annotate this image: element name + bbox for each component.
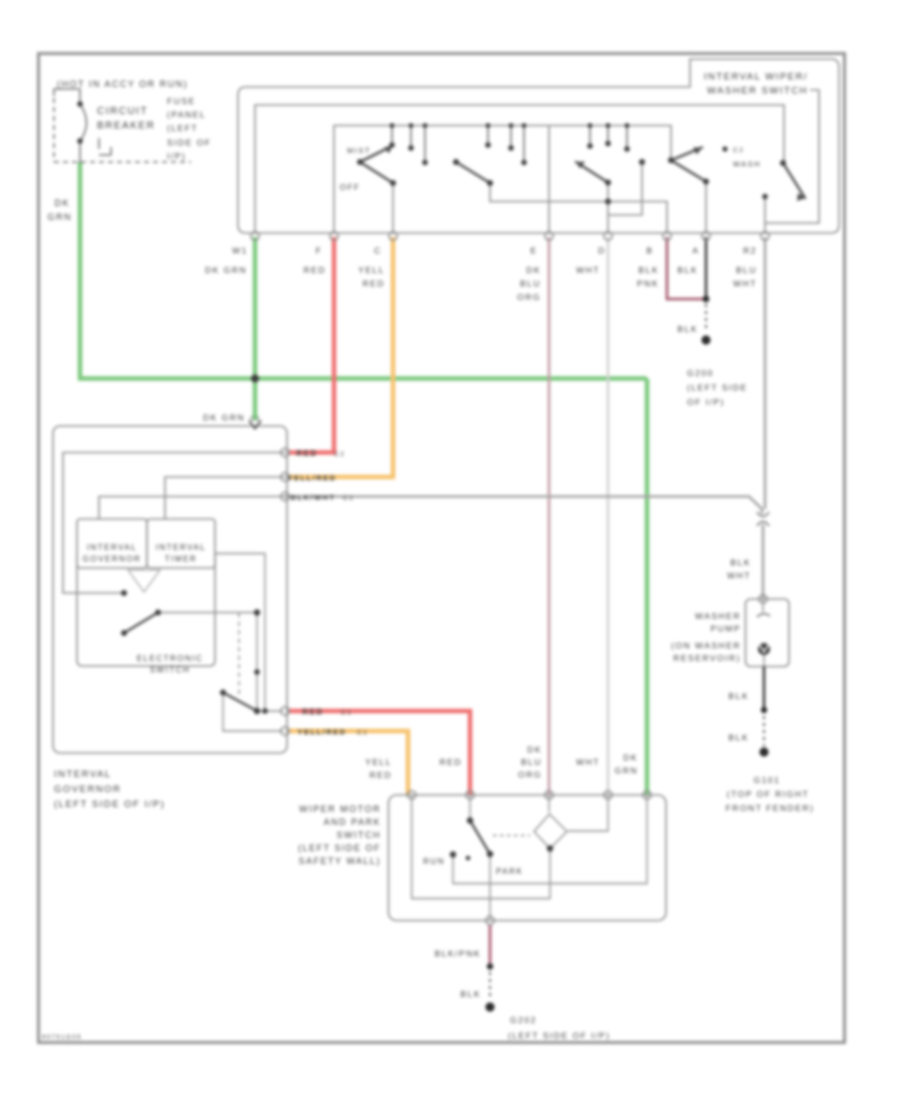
- svg-text:(LEFT SIDE OF I/P): (LEFT SIDE OF I/P): [54, 799, 165, 810]
- svg-text:C1: C1: [357, 730, 368, 737]
- svg-text:W1: W1: [232, 246, 248, 256]
- svg-text:90751G05: 90751G05: [42, 1035, 82, 1041]
- svg-text:SWITCH: SWITCH: [337, 830, 382, 840]
- svg-text:GOVERNOR: GOVERNOR: [83, 555, 142, 564]
- svg-text:WASHER: WASHER: [695, 611, 741, 621]
- svg-text:YELL/RED: YELL/RED: [287, 474, 336, 483]
- svg-text:A: A: [692, 246, 699, 256]
- svg-text:DK: DK: [527, 745, 542, 755]
- svg-text:BLK: BLK: [677, 265, 698, 275]
- svg-text:INTERVAL: INTERVAL: [156, 543, 206, 552]
- svg-text:RUN: RUN: [423, 857, 445, 866]
- svg-text:INTERVAL: INTERVAL: [54, 769, 112, 780]
- svg-text:BLK: BLK: [728, 733, 749, 743]
- svg-text:G101: G101: [754, 775, 781, 785]
- svg-text:DK: DK: [54, 198, 70, 208]
- svg-text:(TOP OF RIGHT: (TOP OF RIGHT: [727, 789, 809, 799]
- svg-text:RED: RED: [296, 449, 317, 458]
- svg-text:R2: R2: [743, 246, 757, 256]
- svg-text:GOVERNOR: GOVERNOR: [54, 784, 121, 795]
- svg-text:(ON WASHER: (ON WASHER: [671, 641, 741, 651]
- svg-text:DK: DK: [623, 753, 638, 763]
- svg-text:F: F: [316, 246, 323, 256]
- svg-text:WHT: WHT: [576, 757, 600, 767]
- svg-text:SAFETY WALL): SAFETY WALL): [298, 856, 381, 866]
- svg-text:D: D: [598, 246, 606, 256]
- svg-text:MIST: MIST: [347, 146, 371, 155]
- svg-text:AND PARK: AND PARK: [324, 817, 381, 827]
- svg-text:BLK: BLK: [728, 691, 749, 701]
- svg-text:BLK: BLK: [638, 265, 659, 275]
- svg-text:(LEFT SIDE OF I/P): (LEFT SIDE OF I/P): [508, 1031, 610, 1041]
- svg-text:OFF: OFF: [340, 183, 361, 192]
- svg-text:OF I/P): OF I/P): [687, 397, 725, 407]
- svg-text:C1: C1: [343, 495, 354, 502]
- svg-text:PUMP: PUMP: [710, 624, 741, 634]
- svg-text:BLK/PNK: BLK/PNK: [435, 949, 481, 959]
- svg-text:(LEFT SIDE OF: (LEFT SIDE OF: [298, 843, 381, 853]
- svg-text:(LEFT: (LEFT: [167, 123, 198, 133]
- svg-text:C1: C1: [250, 416, 261, 423]
- svg-text:I/P): I/P): [167, 151, 186, 161]
- svg-text:G200: G200: [687, 368, 714, 378]
- svg-text:ORG: ORG: [518, 770, 542, 780]
- svg-text:C2: C2: [733, 147, 744, 154]
- svg-text:BLU: BLU: [736, 265, 757, 275]
- svg-text:RED: RED: [302, 708, 323, 717]
- svg-text:WHT: WHT: [733, 279, 757, 289]
- svg-text:C: C: [374, 246, 382, 256]
- svg-text:CIRCUIT: CIRCUIT: [97, 106, 148, 117]
- svg-text:RED: RED: [440, 757, 462, 767]
- svg-text:YELL: YELL: [365, 757, 392, 767]
- svg-text:BLK: BLK: [460, 989, 481, 999]
- svg-text:RESERVOIR): RESERVOIR): [673, 653, 741, 663]
- svg-text:GRN: GRN: [615, 766, 638, 776]
- svg-text:YELL/RED: YELL/RED: [297, 728, 346, 737]
- svg-text:(LEFT SIDE: (LEFT SIDE: [687, 383, 748, 393]
- svg-text:WIPER MOTOR: WIPER MOTOR: [299, 804, 381, 814]
- svg-text:G202: G202: [510, 1015, 537, 1025]
- svg-text:BLU: BLU: [520, 279, 541, 289]
- svg-text:FRONT FENDER): FRONT FENDER): [726, 803, 815, 813]
- svg-text:WASH: WASH: [733, 160, 761, 169]
- svg-text:C2: C2: [334, 451, 345, 458]
- svg-text:RED: RED: [370, 770, 392, 780]
- svg-text:SIDE OF: SIDE OF: [167, 138, 212, 148]
- svg-text:TIMER: TIMER: [165, 555, 197, 564]
- svg-text:PARK: PARK: [496, 867, 523, 876]
- svg-text:BLK: BLK: [677, 324, 698, 334]
- svg-text:DK: DK: [526, 265, 541, 275]
- svg-text:BLK/WHT: BLK/WHT: [290, 493, 335, 502]
- svg-text:C1: C1: [341, 710, 352, 717]
- svg-text:B: B: [646, 246, 653, 256]
- svg-text:FUSE: FUSE: [167, 96, 196, 106]
- svg-text:ORG: ORG: [517, 292, 541, 302]
- svg-text:(PANEL: (PANEL: [167, 110, 206, 120]
- svg-text:WHT: WHT: [727, 571, 751, 581]
- svg-text:BREAKER: BREAKER: [97, 121, 155, 132]
- svg-text:ELECTRONIC: ELECTRONIC: [137, 654, 204, 663]
- svg-text:BLK: BLK: [730, 558, 751, 568]
- svg-text:INTERVAL WIPER/: INTERVAL WIPER/: [704, 72, 808, 83]
- svg-text:RED: RED: [304, 265, 326, 275]
- svg-text:WASHER SWITCH: WASHER SWITCH: [707, 86, 808, 97]
- svg-text:E: E: [530, 246, 537, 256]
- svg-text:INTERVAL: INTERVAL: [87, 543, 137, 552]
- svg-text:DK GRN: DK GRN: [203, 413, 245, 423]
- svg-text:PNK: PNK: [637, 279, 659, 289]
- svg-text:(HOT IN ACCY OR RUN): (HOT IN ACCY OR RUN): [57, 79, 188, 89]
- svg-text:YELL: YELL: [358, 265, 385, 275]
- svg-text:BLU: BLU: [521, 757, 542, 767]
- svg-text:RED: RED: [363, 279, 385, 289]
- svg-text:DK GRN: DK GRN: [205, 265, 247, 275]
- svg-text:SWITCH: SWITCH: [150, 666, 191, 675]
- svg-text:WHT: WHT: [576, 265, 600, 275]
- svg-text:GRN: GRN: [48, 212, 73, 222]
